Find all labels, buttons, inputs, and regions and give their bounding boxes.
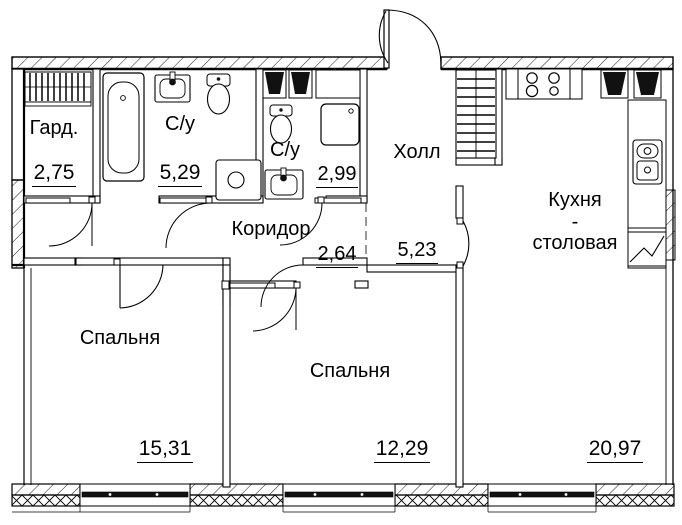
toilet-icon <box>206 73 231 115</box>
room-name: Гард. <box>29 117 79 139</box>
area-value: 15,31 <box>136 437 194 463</box>
partition-bedrooms-divider <box>222 264 231 488</box>
room-label-bathroom1: С/у <box>140 113 220 136</box>
wall-pier <box>11 483 81 507</box>
room-name: Спальня <box>79 327 161 349</box>
bedroom1-door-leaf[interactable] <box>119 264 164 309</box>
room-label-bedroom1: Спальня <box>55 327 185 350</box>
partition-hall-bottom <box>366 264 464 273</box>
corridor-opening-arc <box>260 264 304 308</box>
area-value: 12,29 <box>373 437 431 463</box>
partition-bedroom2-top-right <box>354 280 369 289</box>
room-label-kitchen: Кухня - столовая <box>500 189 650 255</box>
south-wall <box>11 483 675 513</box>
room-name: С/у <box>270 139 300 161</box>
room-area-bathroom2: 2,99 <box>302 163 372 188</box>
north-wall <box>11 56 674 71</box>
corridor-door[interactable] <box>221 265 278 313</box>
room-area-corridor: 2,64 <box>302 243 372 268</box>
refrigerator-icon <box>627 231 667 269</box>
room-name: С/у <box>165 113 195 135</box>
room-area-bathroom1: 5,29 <box>140 161 220 187</box>
kitchen-sink-icon <box>632 139 663 185</box>
window-bedroom1 <box>79 483 191 507</box>
room-name: Спальня <box>309 360 391 382</box>
room-area-bedroom1: 15,31 <box>123 437 207 463</box>
area-value: 2,99 <box>315 163 359 188</box>
room-area-bedroom2: 12,29 <box>360 437 444 463</box>
partition-bedroom2-kitchen <box>455 264 464 488</box>
room-label-hall: Холл <box>374 141 460 164</box>
wall-pier <box>595 483 675 507</box>
sink-icon <box>264 167 304 200</box>
toilet-icon <box>269 104 293 144</box>
sink-icon <box>154 71 191 103</box>
vent-duct-icon <box>600 69 662 99</box>
kitchen-name-line-1: Кухня <box>548 189 602 211</box>
wall-pier <box>189 483 284 507</box>
room-label-bathroom2: С/у <box>258 139 312 162</box>
entrance-door[interactable] <box>335 9 442 69</box>
partition-hall-kitchen-upper <box>455 185 464 219</box>
room-name: Коридор <box>231 218 311 240</box>
area-value: 2,75 <box>31 161 77 187</box>
interior-walls <box>23 68 503 488</box>
shelving-icon <box>455 69 497 159</box>
bedroom2-door[interactable] <box>229 281 301 332</box>
room-area-kitchen: 20,97 <box>570 437 660 463</box>
area-value: 20,97 <box>586 437 644 463</box>
partition-hall-bottom-left <box>302 257 368 266</box>
kitchen-name-line-3: столовая <box>532 232 618 255</box>
entrance-door-swing-arc <box>378 10 389 64</box>
wardrobe-door[interactable] <box>25 196 96 247</box>
kitchen-door[interactable] <box>456 217 470 269</box>
room-label-corridor: Коридор <box>212 218 330 241</box>
room-area-wardrobe: 2,75 <box>14 161 94 187</box>
vent-duct-icon <box>262 69 361 99</box>
room-label-wardrobe: Гард. <box>14 117 94 140</box>
room-area-hall: 5,23 <box>380 239 454 264</box>
area-value: 5,23 <box>395 239 439 264</box>
bathroom1-door[interactable] <box>159 196 213 249</box>
window-kitchen <box>487 483 597 507</box>
kitchen-name-line-2: - <box>571 210 579 233</box>
bathroom2-door[interactable] <box>279 196 362 246</box>
bedroom1-door[interactable] <box>113 258 168 308</box>
washing-machine-icon <box>215 159 262 201</box>
doors[interactable] <box>25 196 470 332</box>
stove-icon <box>505 68 583 100</box>
west-wall <box>11 68 32 485</box>
east-wall <box>665 69 676 485</box>
partition-bedroom1-top <box>23 257 77 266</box>
room-label-bedroom2: Спальня <box>285 360 415 383</box>
wall-pier <box>394 483 489 507</box>
window-bedroom2 <box>282 483 396 507</box>
room-name: Холл <box>393 141 441 163</box>
area-value: 2,64 <box>315 243 359 268</box>
bathtub-icon <box>102 72 145 182</box>
wardrobe-rail-icon <box>24 71 92 107</box>
partition-wardrobe-bath <box>92 68 101 203</box>
corridor-left-arc <box>75 265 120 310</box>
area-value: 5,29 <box>157 161 203 187</box>
shower-icon <box>320 103 360 146</box>
